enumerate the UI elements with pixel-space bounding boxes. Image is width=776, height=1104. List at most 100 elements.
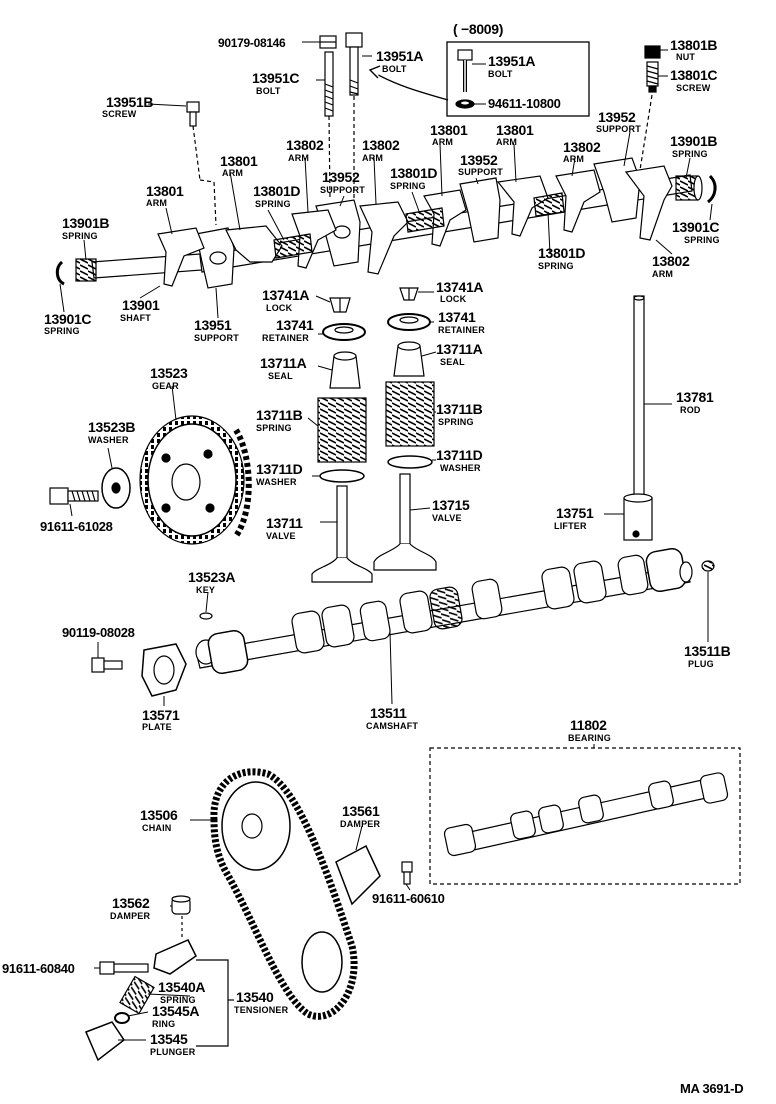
tensioner-13540 xyxy=(153,916,197,975)
callout-13523a-name: KEY xyxy=(196,585,216,595)
callout-13711b-right-name: SPRING xyxy=(438,417,474,427)
spring-13801d-2 xyxy=(405,207,445,233)
callout-13802-arm-a-number: 13802 xyxy=(286,137,324,153)
callout-13562-name: DAMPER xyxy=(110,911,151,921)
callout-13801d-a-name: SPRING xyxy=(255,199,291,209)
callout-13952-support-a-number: 13952 xyxy=(322,169,360,185)
callout-13511b-number: 13511B xyxy=(684,643,731,659)
callout-13801d-b-number: 13801D xyxy=(390,165,438,181)
callout-13801b-name: NUT xyxy=(676,52,696,62)
washer-13711d-left xyxy=(319,469,365,483)
lock-13741a-right xyxy=(399,287,419,301)
inset-range-label: ( −8009) xyxy=(453,21,504,37)
washer-13523b xyxy=(101,467,131,509)
callout-13951c-number: 13951C xyxy=(252,70,300,86)
callout-13901c-left-number: 13901C xyxy=(44,311,92,327)
callout-13741-right-name: RETAINER xyxy=(438,325,485,335)
callout-13952-support-right-name: SUPPORT xyxy=(596,124,641,134)
callout-94611-10800: 94611-10800 xyxy=(488,96,561,111)
callout-13802-arm-b-name: ARM xyxy=(362,153,384,163)
spring-13540a xyxy=(119,975,155,1015)
callout-13545-number: 13545 xyxy=(150,1031,188,1047)
washer-94611-inset xyxy=(455,99,475,109)
callout-13951a-inset-number: 13951A xyxy=(488,53,536,69)
callout-13711b-left-number: 13711B xyxy=(256,407,303,423)
bolt-13951c xyxy=(324,51,334,117)
callout-13901b-left-name: SPRING xyxy=(62,231,98,241)
callout-13523b-name: WASHER xyxy=(88,435,129,445)
seal-13711a-left xyxy=(329,351,361,389)
callout-13951b-number: 13951B xyxy=(106,94,154,110)
callout-13901c-right-name: SPRING xyxy=(684,235,720,245)
damper-13561 xyxy=(335,844,381,906)
rocker-arm-13802-3 xyxy=(555,169,601,233)
callout-13802-arm-c-number: 13802 xyxy=(563,139,601,155)
callout-13801c-name: SCREW xyxy=(676,83,711,93)
support-13952-b xyxy=(459,177,501,243)
callout-90179-08146: 90179-08146 xyxy=(218,36,286,50)
camshaft-13511 xyxy=(195,548,693,674)
rocker-arm-13801-4 xyxy=(496,175,549,237)
bolt-91611-60840 xyxy=(99,961,149,975)
callout-13901b-left-number: 13901B xyxy=(62,215,110,231)
tensioner-bracket xyxy=(196,959,234,1047)
retainer-13741-right xyxy=(387,313,431,331)
callout-13801b-number: 13801B xyxy=(670,37,718,53)
callout-13751-name: LIFTER xyxy=(554,521,587,531)
callout-13711a-left-number: 13711A xyxy=(260,355,307,371)
callout-13523-number: 13523 xyxy=(150,365,188,381)
pushrod-13781 xyxy=(633,295,645,497)
callout-13801c-number: 13801C xyxy=(670,67,718,83)
assembly-lines xyxy=(192,94,653,226)
callout-13741a-left-number: 13741A xyxy=(262,287,310,303)
callout-13561-number: 13561 xyxy=(342,803,380,819)
callout-13523-name: GEAR xyxy=(152,381,179,391)
valve-13711 xyxy=(311,485,373,583)
callout-13715-number: 13715 xyxy=(432,497,470,513)
callout-13951a-inset-name: BOLT xyxy=(488,69,513,79)
callout-13801-arm-d-name: ARM xyxy=(146,198,168,208)
plug-13511b xyxy=(701,560,715,572)
callout-13511-number: 13511 xyxy=(370,705,407,721)
bearing-box xyxy=(429,747,741,885)
callout-13802-arm-c-name: ARM xyxy=(563,154,585,164)
callout-13801-arm-a-name: ARM xyxy=(432,137,454,147)
cam-gear-13523 xyxy=(139,415,252,545)
callout-13751-number: 13751 xyxy=(556,505,594,521)
callout-13741-left-name: RETAINER xyxy=(262,333,309,343)
spring-13901b-right xyxy=(675,175,703,201)
retainer-13741-left xyxy=(322,323,366,341)
screw-13801c xyxy=(646,61,659,93)
washer-13711d-right xyxy=(387,455,433,469)
seal-13711a-right xyxy=(393,341,425,377)
callout-13901c-right-number: 13901C xyxy=(672,219,720,235)
callout-13540a-name: SPRING xyxy=(160,995,196,1005)
callout-13741a-right-number: 13741A xyxy=(436,279,484,295)
callout-13561-name: DAMPER xyxy=(340,819,381,829)
callout-13506-name: CHAIN xyxy=(142,823,172,833)
callout-13801-arm-c-number: 13801 xyxy=(220,153,258,169)
callout-13951b-name: SCREW xyxy=(102,109,137,119)
drawing-code: MA 3691-D xyxy=(680,1081,744,1096)
callout-13901c-left-name: SPRING xyxy=(44,326,80,336)
callout-13715-name: VALVE xyxy=(432,513,462,523)
callout-13801d-b-name: SPRING xyxy=(390,181,426,191)
callout-13711-number: 13711 xyxy=(266,515,303,531)
callout-13801-arm-b-name: ARM xyxy=(496,137,518,147)
bolt-13951a-main xyxy=(345,32,363,96)
leader-lines xyxy=(59,41,713,1041)
callout-13951-name: SUPPORT xyxy=(194,333,239,343)
valve-13715 xyxy=(373,473,437,571)
callout-13951-number: 13951 xyxy=(194,317,232,333)
callout-13901b-right-number: 13901B xyxy=(670,133,718,149)
key-13523a xyxy=(199,612,213,620)
bolt-90179-08146 xyxy=(319,35,337,49)
callout-13711a-right-number: 13711A xyxy=(436,341,483,357)
valve-spring-13711b-right xyxy=(385,381,435,447)
valve-spring-13711b-left xyxy=(317,397,367,463)
callout-13901-name: SHAFT xyxy=(120,313,151,323)
callout-13711d-right-name: WASHER xyxy=(440,463,481,473)
callout-11802-name: BEARING xyxy=(568,733,611,743)
lifter-13751 xyxy=(623,493,653,541)
